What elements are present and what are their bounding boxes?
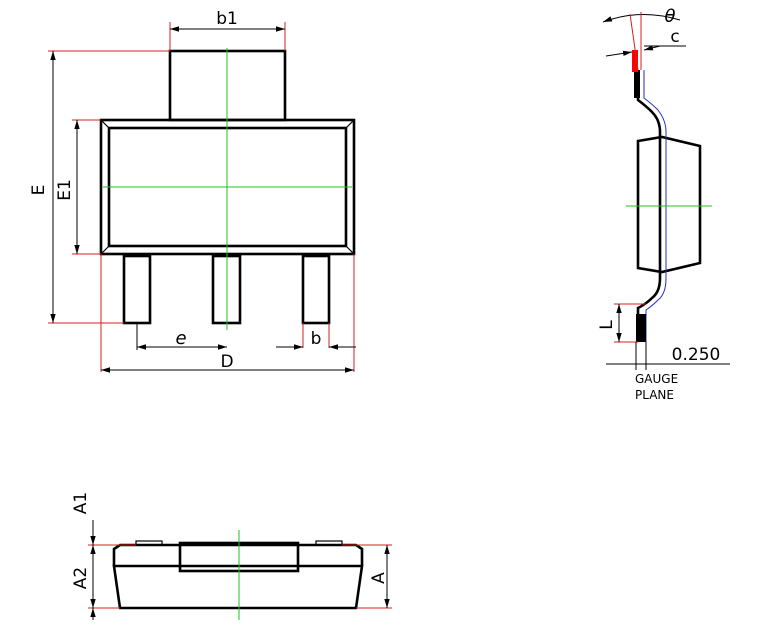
b-label: b <box>311 329 322 349</box>
D-label: D <box>220 352 233 372</box>
theta-label: θ <box>664 6 675 27</box>
lead-1 <box>122 254 152 325</box>
front-view: A1 A2 A <box>71 492 392 620</box>
lead-3 <box>301 254 331 325</box>
A2-label: A2 <box>71 567 91 589</box>
side-body-outline <box>636 135 702 274</box>
A-label: A <box>369 572 389 584</box>
side-view: θ c L 0.250 GAUGE PLANE <box>597 6 730 402</box>
E1-label: E1 <box>55 179 75 201</box>
lead-tip-highlight <box>632 50 638 72</box>
b1-label: b1 <box>216 9 238 29</box>
front-body-upper <box>112 543 364 566</box>
E-label: E <box>29 185 49 196</box>
side-lead-inner-edge <box>643 70 667 342</box>
gauge-value: 0.250 <box>672 345 721 365</box>
gauge-label-line1: GAUGE <box>635 372 678 386</box>
top-view: b1 E E1 e D b <box>29 9 356 373</box>
side-lead <box>636 70 662 342</box>
c-label: c <box>670 27 679 47</box>
gauge-label-line2: PLANE <box>635 388 674 402</box>
e-label: e <box>175 328 186 349</box>
L-label: L <box>597 320 617 330</box>
A1-label: A1 <box>71 492 91 514</box>
